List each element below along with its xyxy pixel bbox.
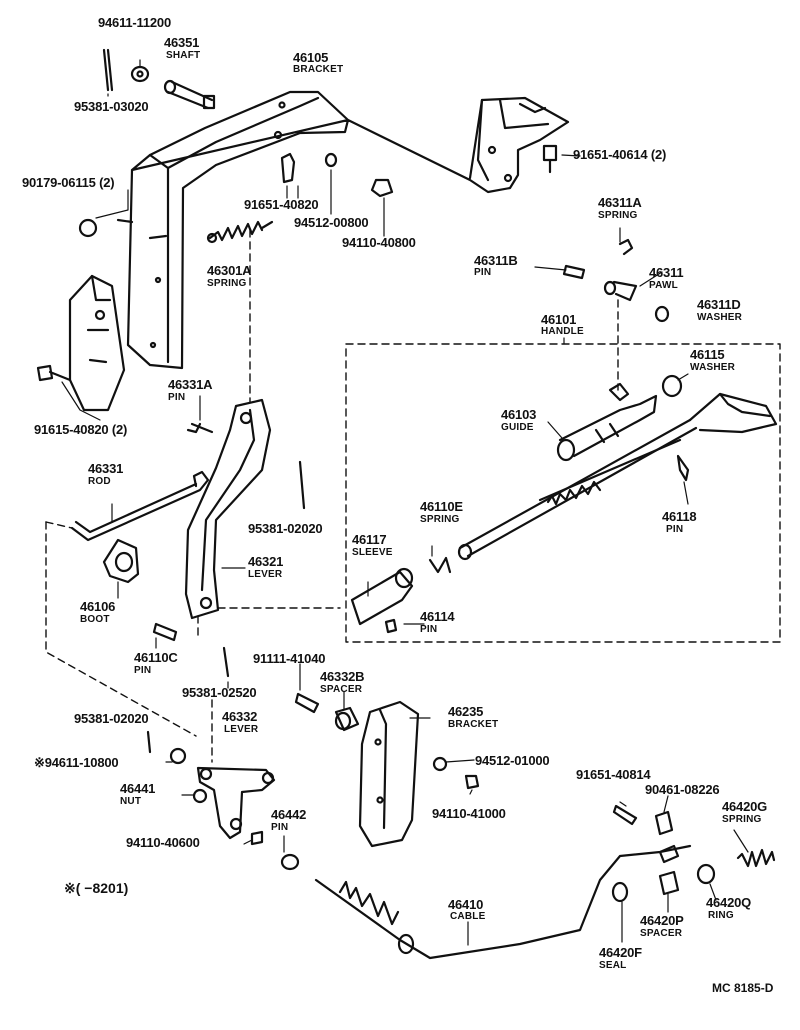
part-number-46332: 46332: [222, 709, 258, 724]
part-number-46331A: 46331A: [168, 377, 213, 392]
part-name-46311D: WASHER: [697, 312, 743, 323]
spring-46301A-drawing: [206, 220, 274, 244]
part-number-46301A: 46301A: [207, 263, 252, 278]
bracket-hardware: [78, 144, 558, 240]
bracket-46235-drawing: [358, 700, 420, 848]
boot-46106-drawing: [102, 538, 140, 584]
part-name-46332: LEVER: [224, 724, 259, 735]
part-number-90179-06115: 90179-06115 (2): [22, 175, 115, 190]
part-number-94611-11200: 94611-11200: [98, 15, 171, 30]
part-name-46321: LEVER: [248, 569, 283, 580]
part-number-94611-10800: ※94611-10800: [34, 755, 119, 770]
part-name-46332B: SPACER: [320, 684, 363, 695]
part-name-46311A: SPRING: [598, 210, 638, 221]
cable-46410-drawing: [280, 844, 776, 960]
part-number-95381-02020-a: 95381-02020: [248, 521, 323, 536]
part-number-46117: 46117: [352, 532, 387, 547]
part-number-95381-03020: 95381-03020: [74, 99, 149, 114]
part-name-46351: SHAFT: [166, 50, 201, 61]
part-number-46311B: 46311B: [474, 253, 518, 268]
part-name-46420Q: RING: [708, 910, 734, 921]
part-name-46331: ROD: [88, 476, 111, 487]
bracket-nuts: [432, 756, 674, 836]
part-name-46117: SLEEVE: [352, 547, 393, 558]
part-number-46332B: 46332B: [320, 669, 365, 684]
part-number-91615-40820: 91615-40820 (2): [34, 422, 128, 437]
part-name-46442: PIN: [271, 822, 289, 833]
part-number-94110-41000: 94110-41000: [432, 806, 506, 821]
part-number-91651-40820: 91651-40820: [244, 197, 319, 212]
part-number-94110-40800: 94110-40800: [342, 235, 416, 250]
part-name-46114: PIN: [420, 624, 438, 635]
lever-46321-drawing: [184, 398, 272, 620]
part-number-46110C: 46110C: [134, 650, 178, 665]
part-number-94512-00800: 94512-00800: [294, 215, 369, 230]
part-number-46321: 46321: [248, 554, 284, 569]
part-number-46441: 46441: [120, 781, 156, 796]
spacer-46332B-drawing: [334, 706, 360, 732]
part-number-46420Q: 46420Q: [706, 895, 752, 910]
part-name-46301A: SPRING: [207, 278, 247, 289]
part-number-46311: 46311: [649, 265, 684, 280]
part-name-46106: BOOT: [80, 614, 110, 625]
part-name-46420F: SEAL: [599, 960, 627, 971]
footnote-applicability: ※( −8201): [64, 880, 129, 896]
part-name-46110C: PIN: [134, 665, 152, 676]
part-number-46105: 46105: [293, 50, 329, 65]
part-name-46118: PIN: [666, 524, 684, 535]
lever-46332-drawing: [169, 747, 276, 846]
assembly-dashed-lines: [45, 229, 781, 763]
part-number-46115: 46115: [690, 347, 725, 362]
part-number-91111-41040: 91111-41040: [253, 651, 326, 666]
part-number-90461-08226: 90461-08226: [645, 782, 720, 797]
bracket-46105-drawing: [126, 90, 570, 370]
part-number-94110-40600: 94110-40600: [126, 835, 200, 850]
part-number-46311D: 46311D: [697, 297, 741, 312]
part-number-46420F: 46420F: [599, 945, 642, 960]
sleeve-46117-drawing: [350, 556, 452, 634]
part-number-46351: 46351: [164, 35, 200, 50]
part-number-46106: 46106: [80, 599, 116, 614]
part-name-46235: BRACKET: [448, 719, 499, 730]
part-number-46110E: 46110E: [420, 499, 463, 514]
part-name-46410: CABLE: [450, 911, 486, 922]
part-name-46420G: SPRING: [722, 814, 762, 825]
part-name-46311: PAWL: [649, 280, 678, 291]
diagram-code: MC 8185-D: [712, 981, 774, 995]
rod-46331-drawing: [70, 470, 210, 542]
pins-drawing: [146, 460, 320, 754]
part-number-46420P: 46420P: [640, 913, 684, 928]
part-name-46105: BRACKET: [293, 64, 344, 75]
part-number-91651-40814: 91651-40814: [576, 767, 651, 782]
part-name-46101: HANDLE: [541, 326, 584, 337]
part-number-46114: 46114: [420, 609, 455, 624]
part-number-91651-40614: 91651-40614 (2): [573, 147, 667, 162]
part-number-46331: 46331: [88, 461, 124, 476]
part-number-95381-02520: 95381-02520: [182, 685, 257, 700]
part-number-46442: 46442: [271, 807, 307, 822]
part-name-46441: NUT: [120, 796, 142, 807]
part-number-46311A: 46311A: [598, 195, 642, 210]
part-number-46420G: 46420G: [722, 799, 768, 814]
part-number-46103: 46103: [501, 407, 537, 422]
part-number-46118: 46118: [662, 509, 697, 524]
part-number-46235: 46235: [448, 704, 484, 719]
part-name-46331A: PIN: [168, 392, 186, 403]
part-number-46410: 46410: [448, 897, 484, 912]
part-number-95381-02020-b: 95381-02020: [74, 711, 149, 726]
part-name-46420P: SPACER: [640, 928, 683, 939]
part-name-46110E: SPRING: [420, 514, 460, 525]
part-name-46311B: PIN: [474, 267, 492, 278]
small-bracket-drawing: [36, 274, 126, 412]
part-name-46103: GUIDE: [501, 422, 534, 433]
part-number-94512-01000: 94512-01000: [475, 753, 550, 768]
shaft-46351-drawing: [102, 48, 216, 110]
part-number-46101: 46101: [541, 312, 577, 327]
part-name-46115: WASHER: [690, 362, 736, 373]
handle-assembly-drawing: [457, 238, 778, 561]
leader-lines: [61, 59, 749, 946]
